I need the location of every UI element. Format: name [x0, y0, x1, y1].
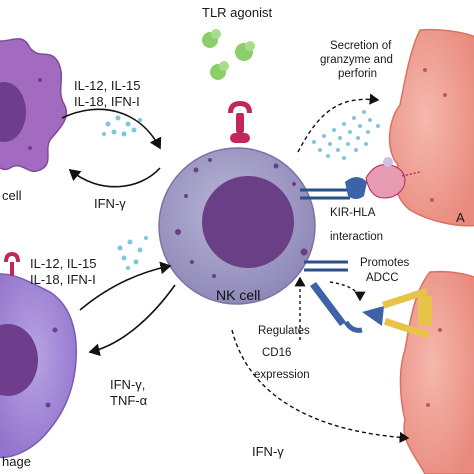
regulates-label-3: expression [254, 369, 310, 381]
tlr-receptor-icon [228, 101, 252, 143]
promotes-label-2: ADCC [366, 272, 399, 284]
target-cell-label: A [456, 210, 465, 225]
regulates-label-1: Regulates [258, 325, 310, 337]
granzyme-spray [312, 110, 380, 160]
arrow-dc-to-nk [61, 108, 162, 150]
nk-cell [158, 147, 316, 305]
target-cell-top [388, 28, 474, 227]
arrow-mac-to-nk [79, 261, 172, 311]
macrophage-cell [0, 252, 78, 459]
mac-feedback-label-1: IFN-γ, [110, 377, 145, 392]
kir-hla-label-2: interaction [330, 231, 383, 243]
dendritic-cell [0, 38, 68, 173]
cd16-receptor-icon [304, 260, 363, 333]
arrow-ifn-bottom [231, 329, 410, 444]
hla-molecule-icon [365, 157, 421, 199]
secretion-label-1: Secretion of [330, 40, 392, 52]
macrophage-receptor [4, 252, 20, 276]
target-cell-bottom [399, 270, 474, 474]
tlr-agonist-label: TLR agonist [202, 5, 272, 20]
tlr-agonist-icon [202, 29, 255, 80]
dc-cytokines-label-2: IL-18, IFN-I [74, 94, 140, 109]
nk-nucleus [202, 176, 294, 268]
cytokine-dots-bottom [117, 236, 148, 270]
mac-cytokines-label-2: IL-18, IFN-I [30, 272, 96, 287]
regulates-label-2: CD16 [262, 347, 291, 359]
macrophage-label: hage [2, 454, 31, 469]
arrow-secretion [297, 93, 380, 153]
arrow-nk-to-mac [88, 284, 176, 357]
mac-cytokines-label-1: IL-12, IL-15 [30, 256, 97, 271]
nk-cell-label: NK cell [216, 287, 260, 303]
cytokine-dots-top [102, 115, 142, 137]
dc-cell-label: cell [2, 188, 22, 203]
dc-cytokines-label-1: IL-12, IL-15 [74, 78, 141, 93]
secretion-label-2: granzyme and [320, 54, 393, 66]
arrow-nk-to-dc [68, 167, 161, 188]
secretion-label-3: perforin [338, 68, 377, 80]
arrow-promotes-adcc [329, 281, 366, 302]
dc-feedback-label: IFN-γ [94, 196, 126, 211]
mac-feedback-label-2: TNF-α [110, 393, 148, 408]
ifn-gamma-bottom-label: IFN-γ [252, 444, 284, 459]
antibody-icon [362, 287, 432, 339]
kir-receptor-icon [300, 177, 367, 200]
kir-hla-label-1: KIR-HLA [330, 207, 376, 219]
promotes-label-1: Promotes [360, 257, 409, 269]
